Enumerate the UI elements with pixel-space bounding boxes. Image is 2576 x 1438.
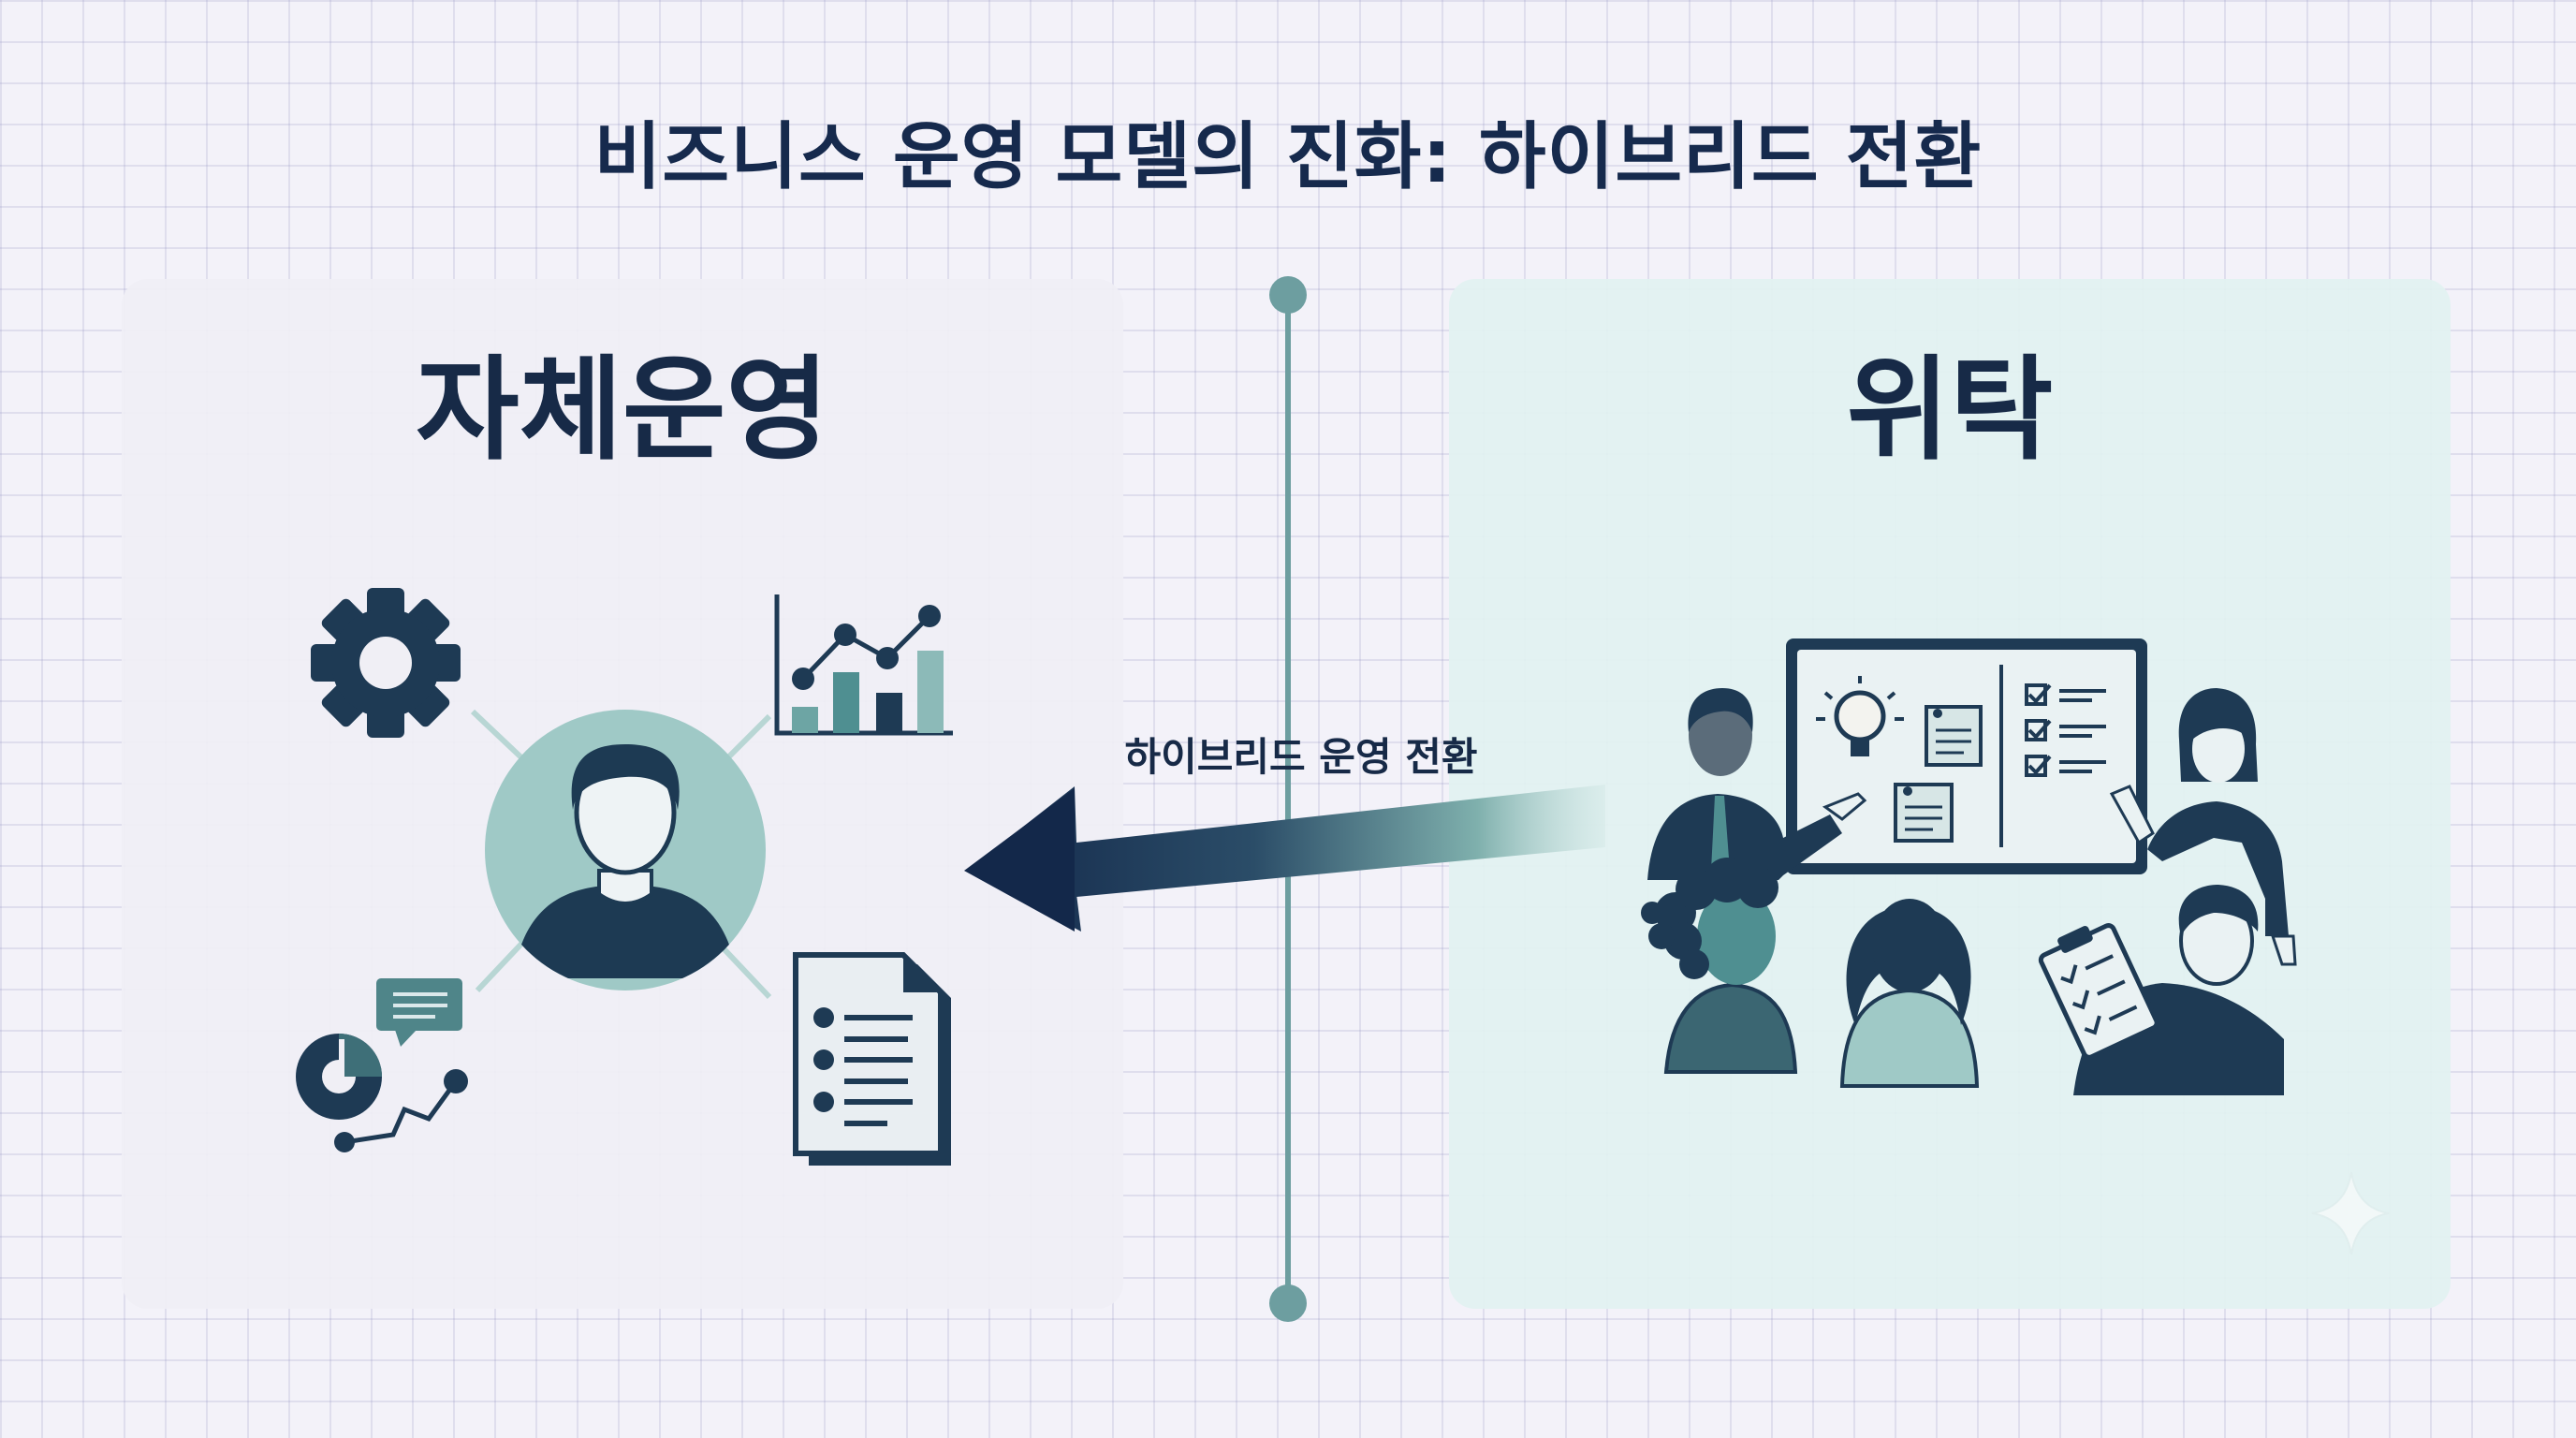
in-house-title: 자체운영 <box>416 345 829 476</box>
audience-person-3 <box>2038 885 2284 1095</box>
lightbulb-icon <box>1816 676 1904 756</box>
page-title: 비즈니스 운영 모델의 진화: 하이브리드 전환 <box>593 115 1983 199</box>
bar-chart-icon <box>774 594 953 736</box>
gear-icon <box>311 588 461 738</box>
connector-lines <box>470 709 772 1000</box>
divider-top-dot <box>1269 276 1307 314</box>
clipboard-icon <box>2038 923 2159 1060</box>
analytics-icon <box>296 978 468 1152</box>
transition-arrow <box>964 785 1605 932</box>
document-icon <box>793 952 951 1166</box>
whiteboard-icon <box>1786 638 2147 874</box>
audience-person-1 <box>1641 858 1798 1074</box>
sparkle-icon <box>2311 1171 2390 1255</box>
team-presentation-illustration <box>1641 638 2297 1095</box>
presenter-man <box>1647 688 1867 885</box>
audience-person-2 <box>1839 899 1980 1088</box>
divider-bottom-dot <box>1269 1284 1307 1322</box>
center-divider <box>1285 292 1291 1303</box>
presenter-woman <box>2109 688 2297 966</box>
transition-label: 하이브리드 운영 전환 <box>1124 734 1478 780</box>
person-avatar-icon <box>485 710 766 990</box>
outsourcing-title: 위탁 <box>1846 345 2054 476</box>
